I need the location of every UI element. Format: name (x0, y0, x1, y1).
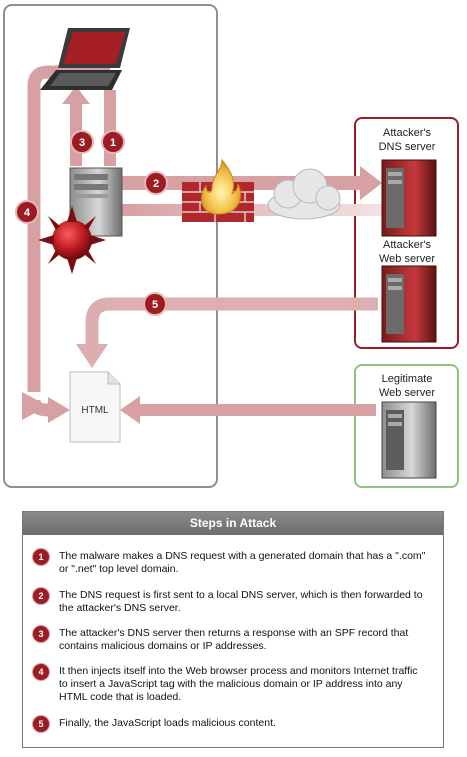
step-text: Finally, the JavaScript loads malicious … (59, 717, 276, 729)
flow-badge-3: 3 (70, 130, 94, 154)
attacker-web-server-icon (381, 265, 437, 343)
flow-badge-2: 2 (144, 171, 168, 195)
attack-diagram: 3 1 2 4 5 (3, 4, 459, 488)
svg-text:3: 3 (79, 137, 85, 149)
html-document-icon (69, 371, 121, 443)
flow-badge-4: 4 (15, 200, 39, 224)
legitimate-web-server-icon (381, 401, 437, 479)
svg-text:4: 4 (24, 207, 31, 219)
html-doc-label: HTML (81, 405, 109, 416)
arrow-step-4-head2 (48, 397, 70, 423)
step-number: 3 (33, 626, 49, 642)
flow-badge-5: 5 (143, 292, 167, 316)
svg-text:2: 2 (153, 178, 159, 190)
arrow-step-5 (85, 297, 378, 344)
laptop-icon (40, 28, 130, 90)
step-text: It then injects itself into the Web brow… (59, 665, 418, 703)
arrow-step-4 (27, 65, 110, 392)
step-item-1: 1 The malware makes a DNS request with a… (33, 549, 433, 578)
attacker-web-label-line2: Web server (378, 253, 436, 265)
step-number: 4 (33, 664, 49, 680)
steps-title: Steps in Attack (23, 512, 443, 535)
victim-machine-box (3, 4, 218, 488)
step-item-3: 3 The attacker's DNS server then returns… (33, 626, 433, 655)
arrow-step-1 (104, 90, 116, 166)
step-number: 5 (33, 716, 49, 732)
step-text: The DNS request is first sent to a local… (59, 589, 423, 614)
flow-badge-1: 1 (101, 130, 125, 154)
step-text: The attacker's DNS server then returns a… (59, 627, 409, 652)
attacker-dns-label-line2: DNS server (378, 141, 436, 153)
step-number: 2 (33, 588, 49, 604)
step-item-4: 4 It then injects itself into the Web br… (33, 664, 433, 707)
steps-panel: Steps in Attack 1 The malware makes a DN… (22, 511, 444, 748)
step-text: The malware makes a DNS request with a g… (59, 550, 426, 575)
attacker-dns-server-icon (381, 159, 437, 237)
legit-web-label: Legitimate Web server (366, 372, 448, 400)
attacker-dns-label-line1: Attacker's (383, 127, 431, 139)
internet-cloud-icon (267, 168, 341, 220)
svg-text:5: 5 (152, 299, 158, 311)
attacker-dns-label: Attacker's DNS server (366, 126, 448, 154)
attacker-web-label: Attacker's Web server (366, 238, 448, 266)
step-number: 1 (33, 549, 49, 565)
step-item-2: 2 The DNS request is first sent to a loc… (33, 588, 433, 617)
svg-text:1: 1 (110, 137, 116, 149)
attacker-web-label-line1: Attacker's (383, 239, 431, 251)
flow-badges: 3 1 2 4 5 (15, 130, 168, 316)
arrow-legit (136, 404, 376, 416)
legit-web-label-line1: Legitimate (381, 373, 433, 385)
step-item-5: 5 Finally, the JavaScript loads maliciou… (33, 716, 433, 733)
computer-tower-icon (69, 167, 123, 237)
legit-web-label-line2: Web server (378, 387, 436, 399)
firewall-icon (182, 158, 254, 222)
malware-icon (38, 206, 106, 274)
